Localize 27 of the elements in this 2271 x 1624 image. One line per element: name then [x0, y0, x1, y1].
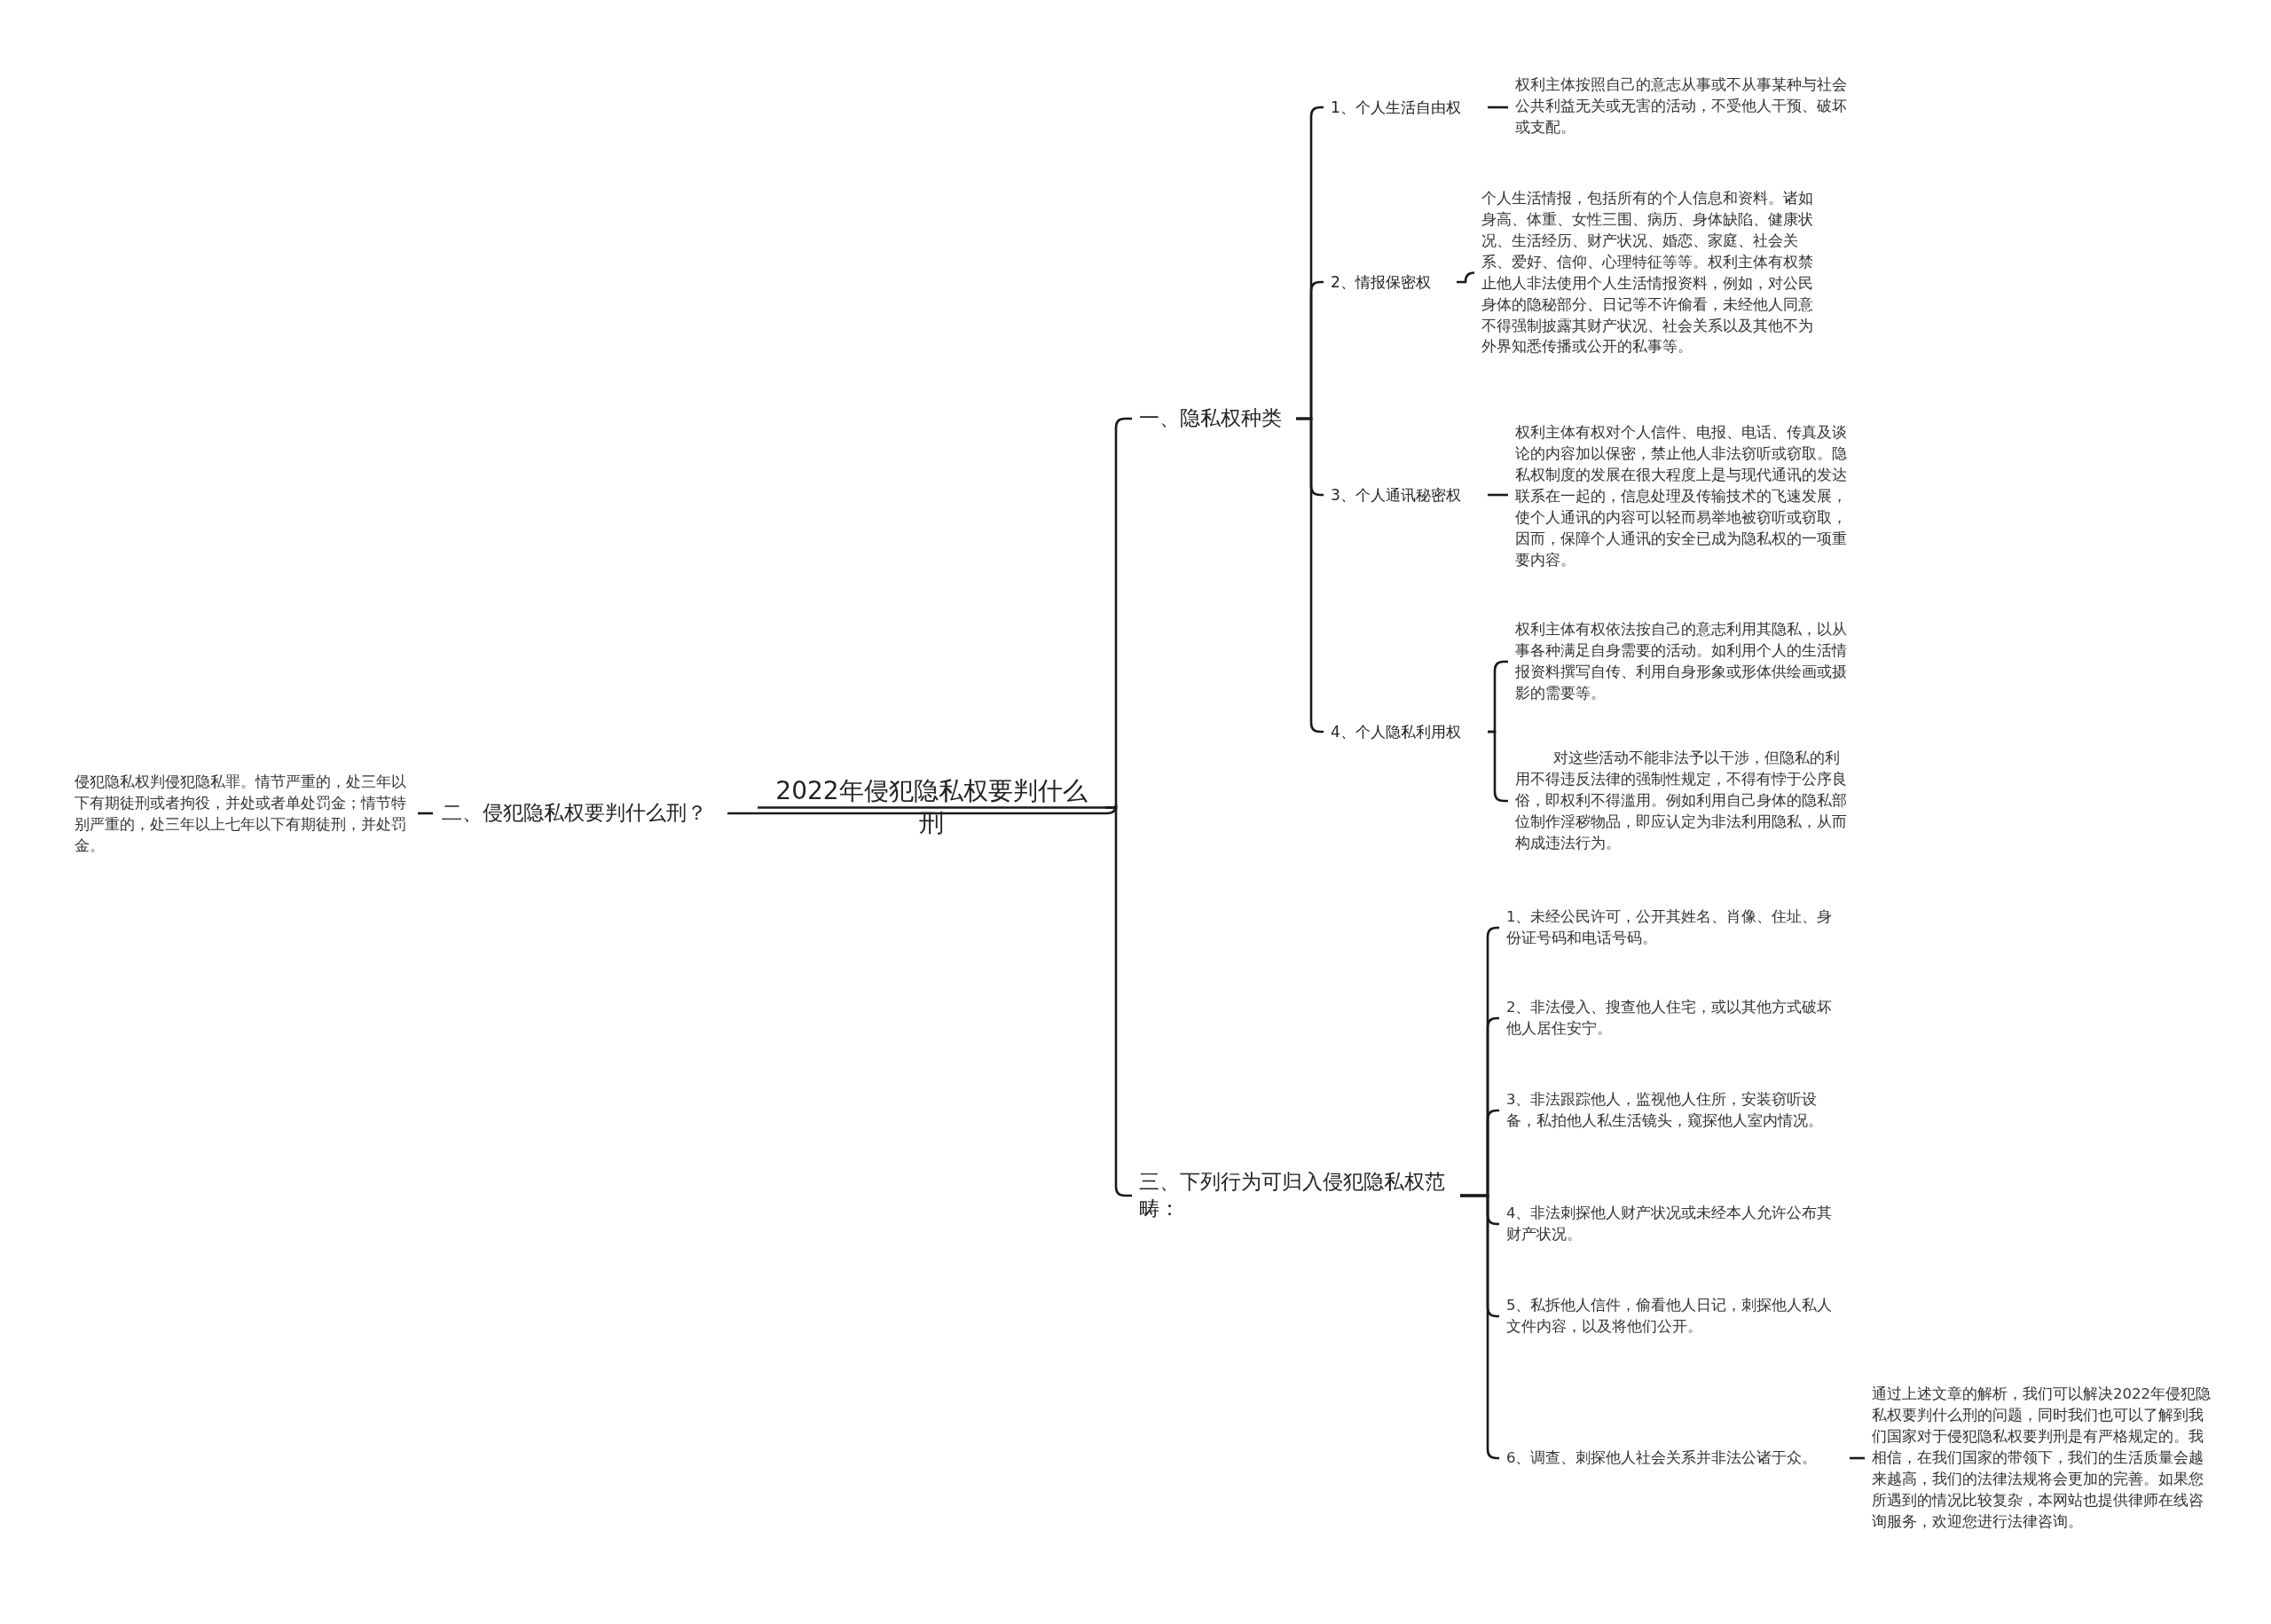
note-text: 权利主体有权对个人信件、电报、电话、传真及谈论的内容加以保密，禁止他人非法窃听或窃取。隐私权制度的发展在很大程度上是与现代通讯的发达联系在一起的，信息处理及传输技术的飞速发展，使个人通讯的内容可以轻而易举地被窃听或窃取，因而，保障个人通讯的安全已成为隐私权的一项重要内容。	[1512, 420, 1853, 573]
branch-topic: 一、隐私权种类	[1136, 404, 1291, 434]
note-text: 3、非法跟踪他人，监视他人住所，安装窃听设备，私拍他人私生活镜头，窥探他人室内情况。	[1503, 1087, 1844, 1134]
branch-topic: 二、侵犯隐私权要判什么刑？	[438, 798, 722, 828]
note-text: 6、调查、刺探他人社会关系并非法公诸于众。	[1503, 1446, 1844, 1471]
central-topic: 2022年侵犯隐私权要判什么刑	[763, 773, 1100, 842]
branch-topic: 三、下列行为可归入侵犯隐私权范畴：	[1136, 1167, 1455, 1224]
subtopic: 4、个人隐私利用权	[1327, 720, 1482, 744]
connector-line	[1457, 271, 1476, 284]
note-text: 个人生活情报，包括所有的个人信息和资料。诸如身高、体重、女性三围、病历、身体缺陷、健康状况、生活经历、财产状况、婚恋、家庭、社会关系、爱好、信仰、心理特征等等。权利主体有权禁止他人非法使用个人生活情报资料，例如，对公民身体的隐秘部分、日记等不许偷看，未经他人同意不得强制披露其财产状况、社会关系以及其他不为外界知悉传播或公开的私事等。	[1478, 186, 1819, 360]
note-text: 4、非法刺探他人财产状况或未经本人允许公布其财产状况。	[1503, 1201, 1844, 1247]
subtopic: 3、个人通讯秘密权	[1327, 483, 1482, 507]
note-text: 通过上述文章的解析，我们可以解决2022年侵犯隐私权要判什么刑的问题，同时我们也可以了解到我们国家对于侵犯隐私权要判刑是有严格规定的。我相信，在我们国家的带领下，我们的生活质量会越来越高，我们的法律法规将会更加的完善。如果您所遇到的情况比较复杂，本网站也提供律师在线咨询服务，欢迎您进行法律咨询。	[1868, 1382, 2214, 1534]
subtopic: 1、个人生活自由权	[1327, 96, 1482, 120]
note-text: 2、非法侵入、搜查他人住宅，或以其他方式破坏他人居住安宁。	[1503, 995, 1844, 1041]
connector-line	[1850, 1456, 1865, 1460]
note-text: 5、私拆他人信件，偷看他人日记，刺探他人私人文件内容，以及将他们公开。	[1503, 1293, 1844, 1339]
connector-line	[418, 812, 433, 815]
subtopic: 2、情报保密权	[1327, 271, 1451, 294]
connector-line	[1488, 106, 1508, 109]
connector-line	[1488, 493, 1508, 497]
note-text: 1、未经公民许可，公开其姓名、肖像、住址、身份证号码和电话号码。	[1503, 905, 1844, 951]
note-text: 权利主体按照自己的意志从事或不从事某种与社会公共利益无关或无害的活动，不受他人干预、破坏或支配。	[1512, 73, 1853, 140]
connector-line	[727, 803, 1118, 815]
note-text: 对这些活动不能非法予以干涉，但隐私的利用不得违反法律的强制性规定，不得有悖于公序良俗，即权利不得滥用。例如利用自己身体的隐私部位制作淫秽物品，即应认定为非法利用隐私，从而构成违法行为。	[1512, 746, 1853, 856]
note-text: 侵犯隐私权判侵犯隐私罪。情节严重的，处三年以下有期徒刑或者拘役，并处或者单处罚金；情节特别严重的，处三年以上七年以下有期徒刑，并处罚金。	[71, 770, 413, 859]
note-text: 权利主体有权依法按自己的意志利用其隐私，以从事各种满足自身需要的活动。如利用个人的生活情报资料撰写自传、利用自身形象或形体供绘画或摄影的需要等。	[1512, 617, 1853, 706]
